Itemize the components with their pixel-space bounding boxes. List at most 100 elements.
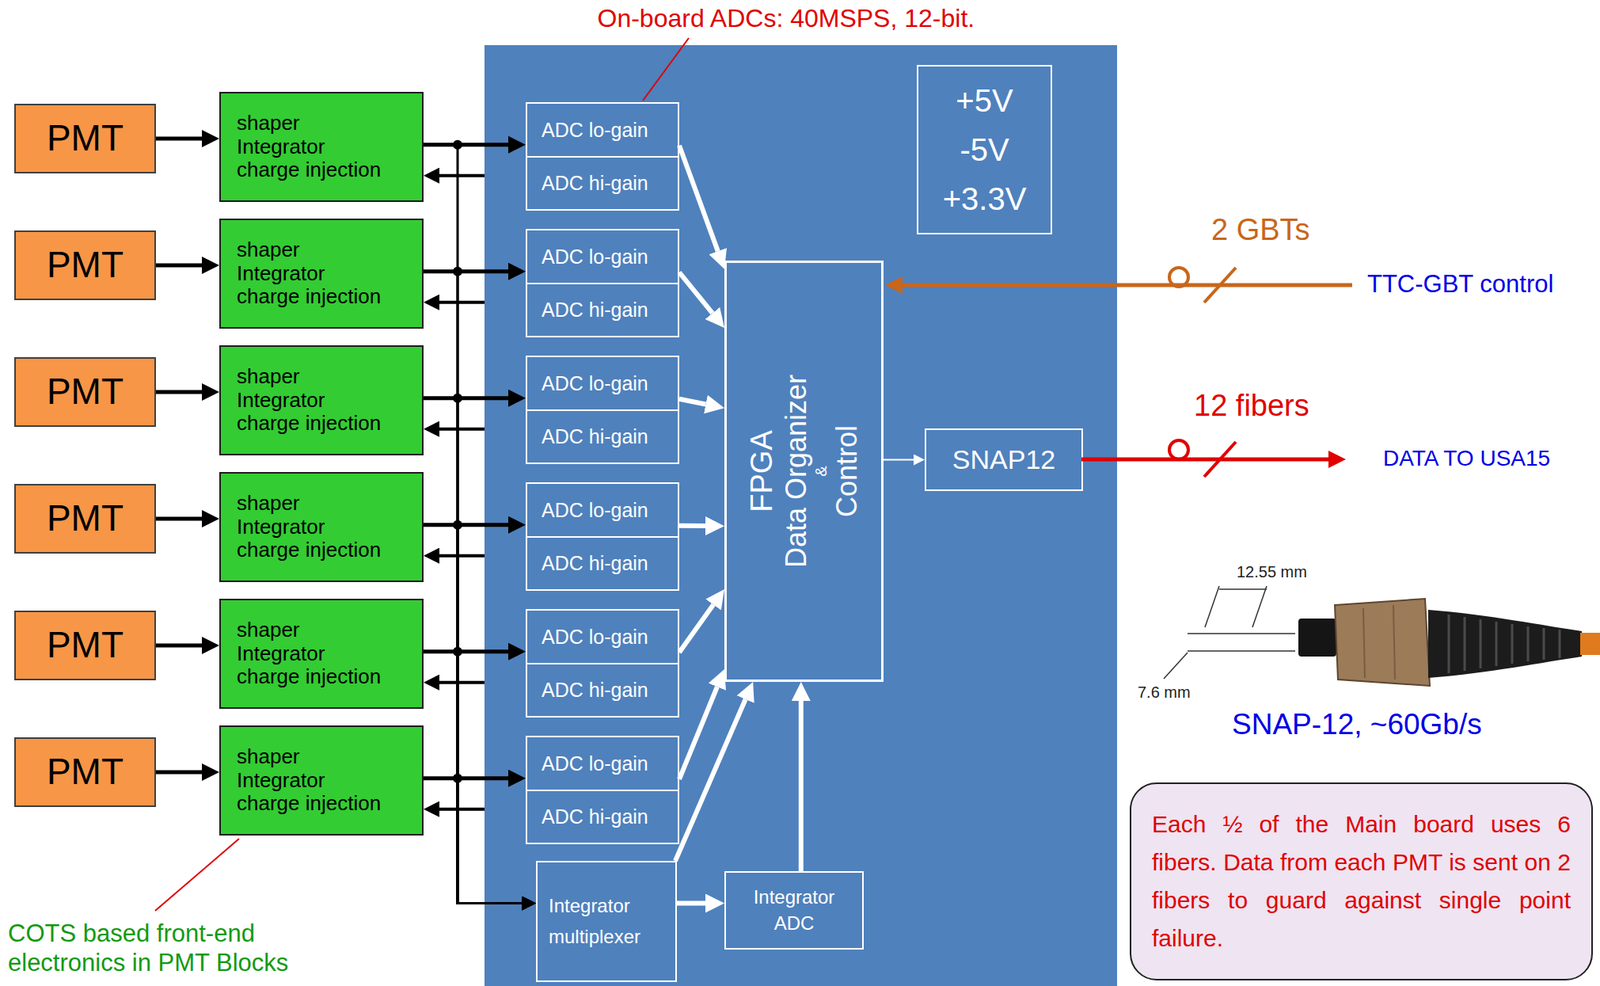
shaper-box: shaperIntegratorcharge injection xyxy=(219,725,424,836)
connector xyxy=(883,459,914,461)
node-label: ADC lo-gain xyxy=(527,737,678,791)
node-label: ADC hi-gain xyxy=(527,284,678,337)
shaper-box: shaperIntegratorcharge injection xyxy=(219,91,424,202)
bus-count-slash xyxy=(1204,441,1236,477)
node-label: charge injection xyxy=(236,791,413,816)
annotation-label: 12.55 mm xyxy=(1236,562,1308,582)
connector xyxy=(439,174,485,178)
main-board: ADC lo-gainADC hi-gainADC lo-gainADC hi-… xyxy=(484,45,1118,986)
node-label: Integrator xyxy=(236,642,413,666)
connector xyxy=(439,554,485,558)
node-label: Integrator xyxy=(236,768,413,793)
fpga-label-group: FPGAData Organizer&Control xyxy=(744,269,863,673)
node-label: Integrator xyxy=(236,388,413,413)
node-label: shaper xyxy=(236,364,413,389)
connector xyxy=(423,144,522,904)
annotation-label: DATA TO USA15 xyxy=(1383,444,1551,472)
adc-box: ADC lo-gainADC hi-gain xyxy=(525,228,680,338)
adc-box: ADC lo-gainADC hi-gain xyxy=(525,482,680,591)
connector xyxy=(423,269,509,274)
node-label: charge injection xyxy=(236,411,413,436)
connector xyxy=(679,399,706,405)
shaper-box: shaperIntegratorcharge injection xyxy=(219,345,424,456)
connector xyxy=(423,142,509,147)
junction-dots xyxy=(452,140,463,783)
connector xyxy=(798,700,804,871)
bus-count-circle xyxy=(1169,267,1189,287)
shaper-box: shaperIntegratorcharge injection xyxy=(219,598,424,709)
node-label: Integrator xyxy=(236,515,413,540)
connector xyxy=(439,427,485,431)
node-label: shaper xyxy=(236,111,413,136)
connector xyxy=(423,649,509,654)
annotation-label: COTS based front-end electronics in PMT … xyxy=(7,918,357,977)
annotation-label: TTC-GBT control xyxy=(1367,269,1554,299)
connector xyxy=(679,686,718,780)
pmt-box: PMT xyxy=(14,483,156,554)
dimension-extension xyxy=(1204,585,1267,628)
node-label: PMT xyxy=(22,623,149,667)
connector-boot xyxy=(1428,609,1582,678)
fiber-link-line xyxy=(1081,457,1329,462)
node-label: Each ½ of the Main board uses 6 fibers. … xyxy=(1151,805,1571,958)
annotation-label: On-board ADCs: 40MSPS, 12-bit. xyxy=(597,3,976,34)
node-label: ADC lo-gain xyxy=(527,230,678,285)
connector xyxy=(423,775,509,780)
node-label: ADC lo-gain xyxy=(527,103,678,158)
power-box: +5V-5V+3.3V xyxy=(916,64,1053,235)
connector xyxy=(155,516,202,521)
node-label: PMT xyxy=(22,369,149,414)
connector xyxy=(423,271,522,904)
node-label: PMT xyxy=(22,496,149,540)
node-label: FPGA xyxy=(744,269,780,673)
connector xyxy=(423,524,522,904)
annotation-label: SNAP-12, ~60Gb/s xyxy=(1231,706,1483,742)
adc-box: ADC lo-gainADC hi-gain xyxy=(525,735,680,844)
node-label: charge injection xyxy=(236,158,413,183)
connector xyxy=(155,643,202,648)
node-label: ADC hi-gain xyxy=(527,537,678,590)
leader-line xyxy=(642,38,689,101)
connector xyxy=(679,523,706,529)
snap12-connector-picture xyxy=(1163,585,1600,686)
node-label: shaper xyxy=(236,238,413,263)
bus-junction-dot xyxy=(452,140,463,150)
node-label: +3.3V xyxy=(918,174,1051,224)
node-label: Integrator multiplexer xyxy=(548,890,665,952)
pmt-box: PMT xyxy=(14,230,156,301)
connector xyxy=(679,604,714,652)
connector-group xyxy=(155,138,914,904)
node-label: charge injection xyxy=(236,285,413,309)
adc-box: ADC lo-gainADC hi-gain xyxy=(525,355,680,464)
connector xyxy=(155,136,202,141)
connector-plug xyxy=(1298,618,1337,657)
connector xyxy=(439,807,485,811)
dimension-leader xyxy=(1163,652,1188,679)
connector xyxy=(679,272,713,314)
node-label: ADC hi-gain xyxy=(527,664,678,717)
node-label: ADC hi-gain xyxy=(527,790,678,844)
node-label: Integrator xyxy=(236,135,413,160)
node-label: ADC lo-gain xyxy=(527,483,678,538)
node-label: +5V xyxy=(918,76,1051,126)
node-label: Control xyxy=(830,269,863,673)
connector xyxy=(155,770,202,775)
bus-junction-dot xyxy=(452,646,463,657)
node-label: charge injection xyxy=(236,665,413,689)
bus-junction-dot xyxy=(452,520,463,530)
node-label: shaper xyxy=(236,491,413,516)
node-label: ADC hi-gain xyxy=(527,410,678,464)
node-label: PMT xyxy=(22,243,149,287)
pmt-box: PMT xyxy=(14,610,156,681)
bus-count-slash xyxy=(1204,267,1236,303)
bus-junction-dot xyxy=(452,266,463,277)
leader-line xyxy=(155,838,240,911)
connector xyxy=(423,395,509,400)
shell-detail xyxy=(1363,604,1395,680)
connector xyxy=(155,390,202,395)
dimension-extension xyxy=(1187,633,1296,651)
pmt-box: PMT xyxy=(14,737,156,807)
node-label: ADC hi-gain xyxy=(527,157,678,210)
